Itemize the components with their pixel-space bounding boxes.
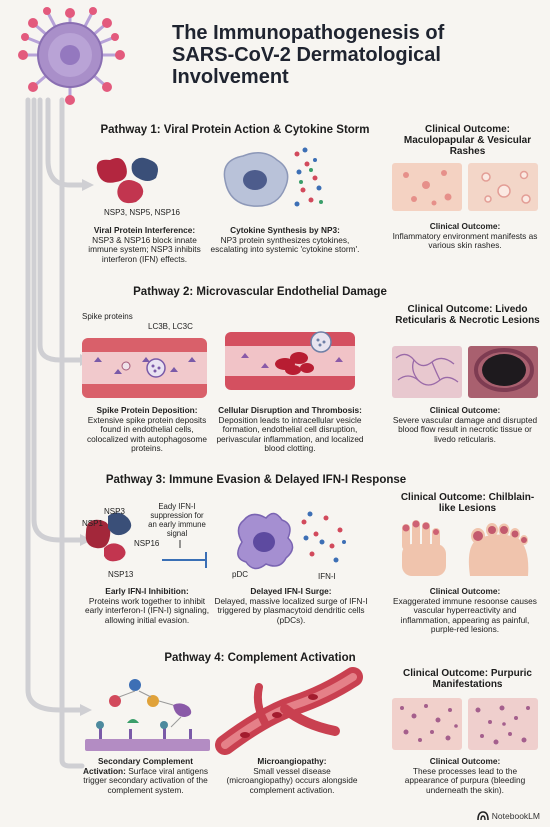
caption-title: Clinical Outcome: (429, 586, 501, 596)
chilblain-hand-foot-images (402, 520, 529, 576)
nsp-label: NSP3, NSP5, NSP16 (103, 208, 181, 217)
pathway2-heading: Pathway 2: Microvascular Endothelial Dam… (133, 286, 387, 298)
pathway3-outcome-caption: Clinical Outcome: Exaggerated immune res… (390, 586, 540, 635)
ifn-suppression-note: Eady IFN-I suppression for an early immu… (148, 502, 206, 538)
nsp16-label: NSP16 (134, 539, 160, 548)
pathway1-caption-1: Viral Protein Interference: NSP3 & NSP16… (82, 225, 207, 264)
pathway2-caption-2: Cellular Disruption and Thrombosis: Depo… (210, 405, 370, 454)
nsp1-label: NSP1 (82, 519, 103, 528)
spike-label: Spike proteins (82, 312, 133, 321)
caption-body: Small vessel disease (microangiopathy) o… (226, 765, 358, 795)
pathway1-outcome-caption: Clinical Outcome: Inflammatory environme… (392, 221, 538, 251)
caption-title: Clinical Outcome: (429, 221, 501, 231)
pathway1-heading: Pathway 1: Viral Protein Action & Cytoki… (100, 124, 370, 136)
rash-images (392, 163, 538, 211)
vessel-thrombosis-icon (225, 331, 355, 390)
nsp-protein-blobs (96, 157, 158, 204)
inhibition-arrow-icon (162, 540, 207, 568)
caption-title: Viral Protein Interference: (93, 225, 196, 235)
ifn-label: IFN-I (318, 572, 336, 581)
pathway4-heading: Pathway 4: Complement Activation (164, 652, 356, 664)
pathway3-outcome-title: Clinical Outcome: Chilblain-like Lesions (400, 492, 535, 514)
title-line-3: Involvement (172, 66, 289, 88)
caption-title: Cellular Disruption and Thrombosis: (218, 405, 362, 415)
pathway2-caption-1: Spike Protein Deposition: Extensive spik… (82, 405, 212, 454)
brand-badge: NotebookLM (476, 811, 540, 821)
immune-cell-cytokine-icon (223, 147, 323, 207)
caption-body: Proteins work together to inhibit early … (84, 595, 210, 625)
pathway4-outcome-caption: Clinical Outcome: These processes lead t… (392, 756, 538, 795)
pathway1-outcome-title: Clinical Outcome: Maculopapular & Vesicu… (403, 124, 532, 157)
caption-body: Delayed, massive localized surge of IFN-… (214, 595, 368, 625)
pathway4-caption-2: Microangiopathy: Small vessel disease (m… (222, 756, 362, 795)
caption-body: Inflammatory environment manifests as va… (392, 230, 538, 251)
caption-body: Surface viral antigens trigger secondary… (83, 765, 208, 795)
pathway1-caption-2: Cytokine Synthesis by NP3: NP3 protein s… (210, 225, 360, 255)
pathway4-caption-1: Secondary Complement Activation: Surface… (78, 756, 213, 795)
caption-body: Extensive spike protein deposits found i… (87, 414, 207, 454)
nsp-complex-icon (85, 512, 132, 562)
pathway2-outcome-title: Clinical Outcome: Livedo Reticularis & N… (395, 304, 540, 326)
pathway4-outcome-title: Clinical Outcome: Purpuric Manifestation… (403, 668, 532, 690)
pathway3-caption-1: Early IFN-I Inhibition: Proteins work to… (82, 586, 212, 625)
vessel-spike-deposition-icon (82, 338, 207, 398)
pathway3-heading: Pathway 3: Immune Evasion & Delayed IFN-… (105, 474, 407, 486)
pathway2-outcome-caption: Clinical Outcome: Severe vascular damage… (392, 405, 538, 444)
title-line-1: The Immunopathogenesis of (172, 22, 445, 44)
lc3-label: LC3B, LC3C (148, 322, 193, 331)
livedo-necrotic-images (392, 346, 538, 398)
caption-title: Clinical Outcome: (429, 756, 501, 766)
caption-title: Microangiopathy: (257, 756, 327, 766)
virus-icon (18, 7, 125, 105)
caption-title: Secondary Complement Activation: (83, 756, 193, 776)
caption-title: Clinical Outcome: (429, 405, 501, 415)
pdc-cell-ifn-icon (237, 511, 346, 570)
nsp3-label: NSP3 (104, 507, 125, 516)
caption-title: Spike Protein Deposition: (96, 405, 198, 415)
caption-title: Cytokine Synthesis by NP3: (230, 225, 340, 235)
caption-body: Exaggerated immune resoonse causes vascu… (393, 595, 537, 635)
caption-body: Deposition leads to intracellular vesicl… (216, 414, 364, 454)
nsp13-label: NSP13 (108, 570, 134, 579)
complement-cascade-icon (85, 679, 210, 751)
caption-body: NSP3 & NSP16 block innate immune system;… (88, 234, 201, 264)
purpura-images (392, 698, 538, 750)
microangiopathy-vessel-icon (215, 667, 363, 755)
title-line-2: SARS-CoV-2 Dermatological (172, 44, 441, 66)
page-title: The Immunopathogenesis of SARS-CoV-2 Der… (172, 22, 532, 88)
caption-title: Delayed IFN-I Surge: (250, 586, 332, 596)
caption-title: Early IFN-I Inhibition: (105, 586, 189, 596)
pdc-label: pDC (232, 570, 249, 579)
caption-body: NP3 protein synthesizes cytokines, escal… (210, 234, 360, 255)
caption-body: These processes lead to the appearance o… (404, 765, 526, 795)
notebooklm-logo-icon (476, 811, 489, 821)
brand-label: NotebookLM (491, 811, 540, 821)
caption-body: Severe vascular damage and disrupted blo… (392, 414, 538, 444)
pathway3-caption-2: Delayed IFN-I Surge: Delayed, massive lo… (212, 586, 370, 625)
